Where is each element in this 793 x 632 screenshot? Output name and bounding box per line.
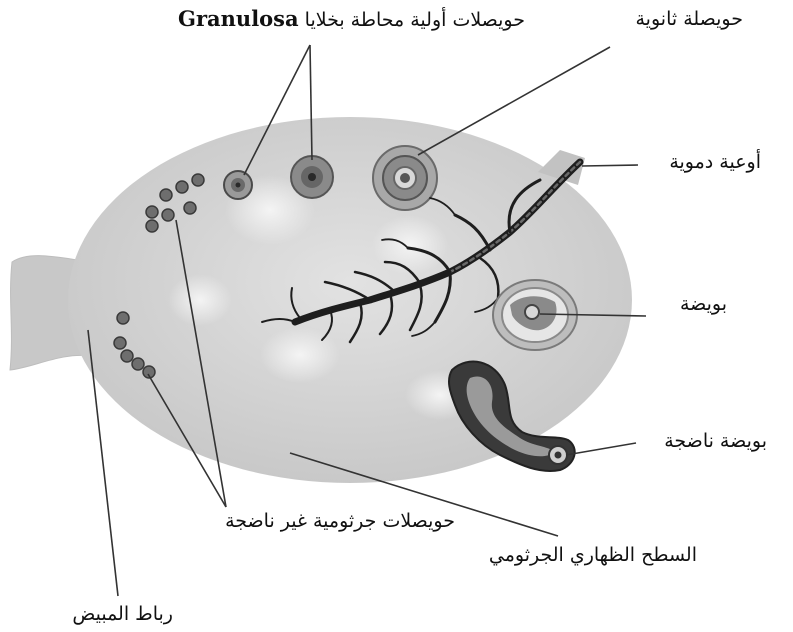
label-ovum: بويضة [680, 295, 727, 314]
light-spot [260, 327, 340, 383]
primary-follicle-medium [291, 156, 333, 198]
label-primary-follicles-text: حويصلات أولية محاطة بخلايا [305, 9, 525, 31]
secondary-follicle [373, 146, 437, 210]
label-immature-follicles: حويصلات جرثومية غير ناضجة [225, 512, 455, 531]
label-germinal-epithelium: السطح الظهاري الجرثومي [489, 546, 697, 565]
primary-follicle-small [224, 171, 252, 199]
light-spot [168, 274, 232, 326]
label-mature-ovum: بويضة ناضجة [664, 432, 767, 451]
label-secondary-follicle: حويصلة ثانوية [636, 10, 744, 29]
label-blood-vessels: أوعية دموية [669, 153, 761, 172]
label-primary-follicles-term: Granulosa [178, 6, 299, 31]
label-primary-follicles: حويصلات أولية محاطة بخلايا Granulosa [178, 8, 525, 30]
label-ovarian-ligament: رباط المبيض [72, 605, 173, 624]
light-spot [372, 215, 448, 275]
leader-mature-ovum [566, 443, 636, 455]
leader-blood-vessels [582, 165, 638, 166]
leader-secondary-follicle [418, 47, 610, 155]
